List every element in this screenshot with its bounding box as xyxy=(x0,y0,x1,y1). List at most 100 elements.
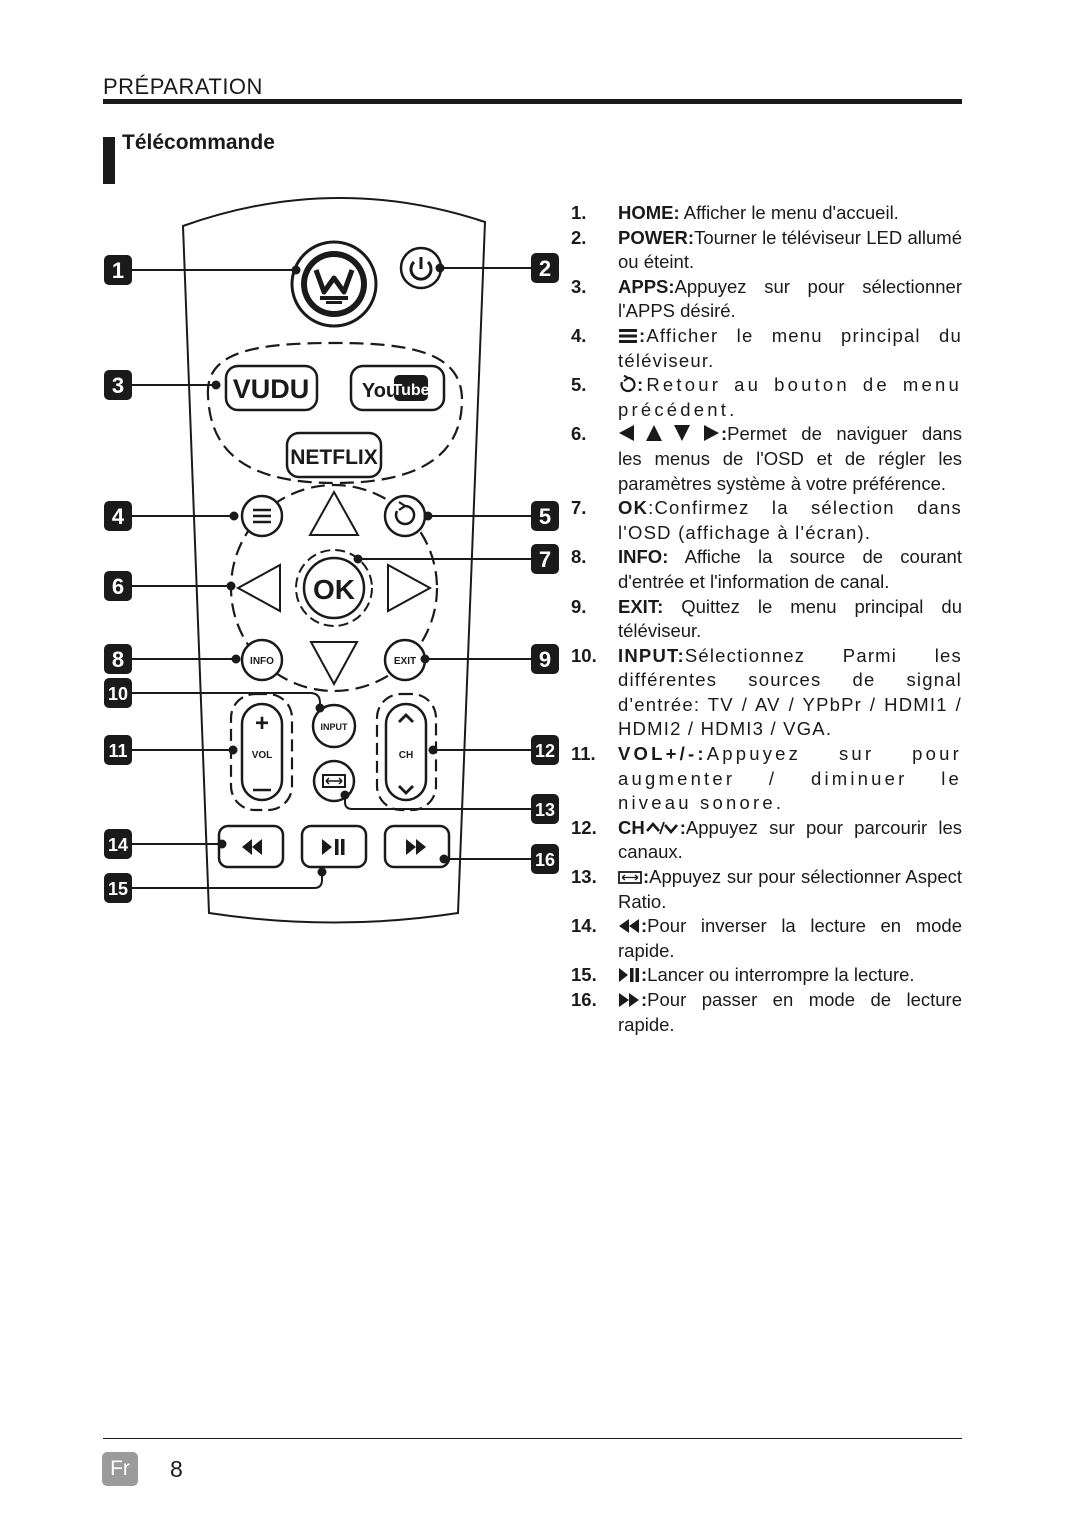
legend-text: Sélectionnez Parmi les différentes sourc… xyxy=(618,644,962,740)
legend-text: Appuyez sur pour augmenter / diminuer le… xyxy=(618,743,962,814)
legend-term: APPS: xyxy=(618,275,675,297)
legend-text: Appuyez sur pour sélectionner l'APPS dés… xyxy=(618,275,962,322)
svg-text:1: 1 xyxy=(112,258,124,283)
left-arrow-button xyxy=(235,563,281,613)
ch-updown-icon xyxy=(645,821,678,835)
legend-term: INFO: xyxy=(618,546,669,568)
legend-item: 6.:Permet de naviguer dans les menus de … xyxy=(571,422,962,496)
legend-term: : xyxy=(639,324,647,346)
westinghouse-logo-icon xyxy=(313,269,355,295)
return-icon xyxy=(394,504,416,526)
legend-number: 12. xyxy=(571,816,597,838)
legend-text: Tourner le téléviseur LED allumé ou étei… xyxy=(618,226,962,273)
ch-down-icon xyxy=(398,785,414,795)
legend-number: 11. xyxy=(571,743,596,765)
svg-text:6: 6 xyxy=(112,574,124,599)
power-icon xyxy=(409,260,433,281)
play-pause-icon xyxy=(322,839,332,855)
legend-term: : xyxy=(641,915,648,937)
callout-12: 12 xyxy=(531,735,559,765)
play-pause-button xyxy=(300,824,368,869)
legend-item: 3.APPS:Appuyez sur pour sélectionner l'A… xyxy=(571,275,962,324)
legend-item: 13.:Appuyez sur pour sélectionner Aspect… xyxy=(571,865,962,914)
page-number: 8 xyxy=(170,1456,183,1482)
svg-text:13: 13 xyxy=(535,800,555,820)
youtube-tube-label: Tube xyxy=(392,382,429,399)
callout-3: 3 xyxy=(104,370,132,400)
legend-number: 15. xyxy=(571,964,597,986)
legend-term: POWER: xyxy=(618,226,695,248)
apps-group-outline xyxy=(206,341,464,485)
legend-text: Afficher le menu principal du téléviseur… xyxy=(618,324,962,371)
return-button xyxy=(383,494,427,538)
input-button: INPUT xyxy=(311,703,357,749)
legend-term: : xyxy=(679,816,686,838)
callout-9: 9 xyxy=(531,644,559,674)
legend-term: INPUT: xyxy=(618,644,685,666)
info-button: INFO xyxy=(240,638,284,682)
callout-14: 14 xyxy=(104,829,132,859)
legend-term: VOL+/-: xyxy=(618,743,707,765)
ok-outline xyxy=(295,549,373,627)
language-badge: Fr xyxy=(102,1452,138,1486)
legend-term: : xyxy=(637,374,647,396)
aspect-icon xyxy=(325,777,343,785)
netflix-button: NETFLIX xyxy=(285,431,383,479)
legend-text: :Confirmez la sélection dans l'OSD (affi… xyxy=(618,497,962,543)
legend-number: 9. xyxy=(571,595,587,617)
svg-text:16: 16 xyxy=(535,850,555,870)
callout-1: 1 xyxy=(104,255,132,285)
page-subtitle: Télécommande xyxy=(122,131,275,154)
vudu-label: VUDU xyxy=(233,374,310,404)
legend-text: Appuyez sur pour parcourir les canaux. xyxy=(618,816,962,863)
legend-text: Affiche la source de courant d'entrée et… xyxy=(618,546,962,592)
ok-button: OK xyxy=(302,556,366,620)
legend-text: Quittez le menu principal du téléviseur. xyxy=(618,595,962,642)
youtube-you-label: You xyxy=(362,380,398,402)
callout-2: 2 xyxy=(531,253,559,283)
callout-15: 15 xyxy=(104,873,132,903)
svg-text:11: 11 xyxy=(108,741,127,761)
info-label: INFO xyxy=(250,656,274,667)
home-button xyxy=(290,240,378,328)
fast-forward-icon xyxy=(406,839,426,855)
vudu-button: VUDU xyxy=(224,364,319,412)
legend-number: 13. xyxy=(571,866,597,888)
legend-text: Appuyez sur pour sélectionner Aspect Rat… xyxy=(618,866,962,912)
svg-text:4: 4 xyxy=(112,504,125,529)
callout-badges: 1 2 3 4 5 6 7 8 9 10 11 12 13 14 15 16 xyxy=(104,253,559,903)
section-title: PRÉPARATION xyxy=(103,74,263,99)
legend-item: 10.INPUT:Sélectionnez Parmi les différen… xyxy=(571,644,962,742)
svg-text:10: 10 xyxy=(108,684,128,704)
legend-text: Pour passer en mode de lecture rapide. xyxy=(618,989,962,1035)
legend-item: 11. VOL+/-:Appuyez sur pour augmenter / d… xyxy=(571,742,962,816)
netflix-label: NETFLIX xyxy=(290,446,378,469)
callout-13: 13 xyxy=(531,794,559,824)
right-arrow-button xyxy=(387,563,433,613)
svg-text:12: 12 xyxy=(535,741,555,761)
vol-plus-label: + xyxy=(255,710,269,737)
rewind-icon xyxy=(242,839,262,855)
legend-number: 8. xyxy=(571,546,587,568)
legend-text: Pour inverser la lecture en mode rapide. xyxy=(618,915,962,961)
exit-button: EXIT xyxy=(383,638,427,682)
down-arrow-button xyxy=(309,641,359,687)
svg-text:2: 2 xyxy=(539,256,551,281)
legend-item: 1.HOME: Afficher le menu d'accueil. xyxy=(571,201,962,226)
svg-text:7: 7 xyxy=(539,547,551,572)
legend-item: 14.:Pour inverser la lecture en mode rap… xyxy=(571,914,962,963)
legend-item: 8. INFO: Affiche la source de courant d'e… xyxy=(571,545,962,594)
svg-text:9: 9 xyxy=(539,647,551,672)
callout-4: 4 xyxy=(104,501,132,531)
fast-forward-button xyxy=(383,824,451,869)
legend-text: Permet de naviguer dans les menus de l'O… xyxy=(618,423,962,494)
ch-label: CH xyxy=(399,750,413,761)
legend-term: CH xyxy=(618,816,645,838)
svg-text:5: 5 xyxy=(539,504,551,529)
legend-term: OK xyxy=(618,497,649,519)
legend-term: : xyxy=(641,989,648,1010)
ok-label: OK xyxy=(313,574,355,605)
aspect-icon xyxy=(618,871,642,884)
legend-item: 15.:Lancer ou interrompre la lecture. xyxy=(571,963,962,988)
